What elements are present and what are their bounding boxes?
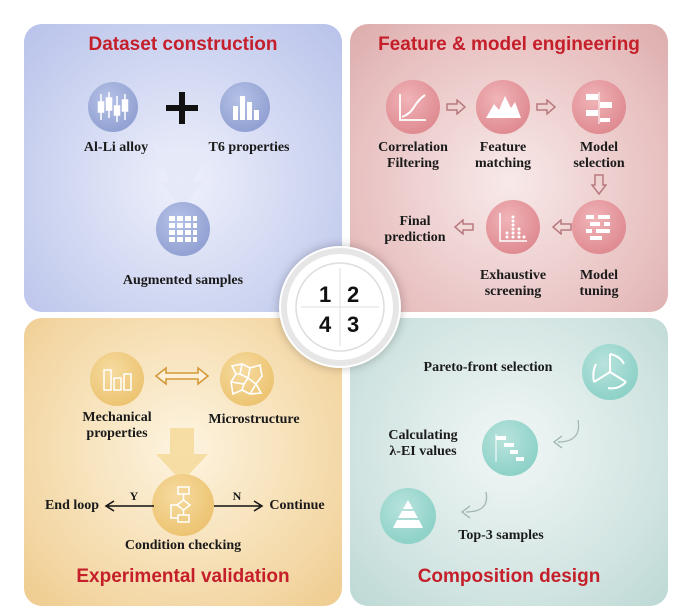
bar-outline-icon [103, 369, 132, 391]
mountain-icon [486, 96, 521, 118]
model-tuning-icon [572, 200, 626, 254]
candlestick-icon [97, 92, 129, 122]
panel-title-feature: Feature & model engineering [378, 34, 640, 55]
t6-properties-icon [220, 82, 270, 132]
arrow-down-icon [591, 174, 607, 196]
augmented-samples-label: Augmented samples [122, 273, 244, 288]
pareto-label: Pareto-front selection [423, 360, 553, 375]
alloy-label: Al-Li alloy [83, 140, 149, 155]
hub-number-4: 4 [319, 312, 332, 337]
arrow-right-line-icon [214, 500, 264, 512]
lambda-ei-icon [482, 420, 538, 476]
panel-title-dataset: Dataset construction [88, 34, 278, 55]
arrow-right-icon [536, 99, 556, 115]
pixel-grid-icon [586, 215, 610, 240]
hub-ring [281, 248, 399, 366]
panel-title-composition: Composition design [417, 566, 601, 587]
panel-title-validation: Experimental validation [76, 566, 290, 587]
arrow-left-line-icon [104, 500, 154, 512]
top-samples-icon [380, 488, 436, 544]
mechanical-properties-icon [90, 352, 144, 406]
arrow-left-icon [454, 219, 474, 235]
curved-arrow-icon [460, 491, 490, 519]
fan-icon [592, 353, 627, 390]
double-arrow-icon [154, 366, 210, 386]
no-label: N [232, 489, 242, 503]
down-arrow-icon [156, 428, 208, 482]
model-selection-icon [572, 80, 626, 134]
hub-number-3: 3 [347, 312, 360, 337]
hierarchy-icon [586, 92, 612, 124]
curved-arrow-icon [552, 419, 582, 449]
exhaustive-screening-icon [486, 200, 540, 254]
feature-matching-icon [476, 80, 530, 134]
bar-chart-icon [233, 96, 259, 120]
microstructure-label: Microstructure [208, 412, 300, 427]
continue-label: Continue [269, 498, 325, 513]
dot-plot-icon [499, 213, 527, 242]
funnel-arrow-icon [152, 142, 212, 208]
center-hub: 1 2 4 3 [279, 246, 401, 368]
grain-network-icon [230, 363, 263, 396]
top-samples-label: Top-3 samples [458, 528, 544, 543]
grid-icon [169, 216, 197, 242]
gantt-icon [495, 434, 524, 462]
alloy-icon [88, 82, 138, 132]
plus-icon [166, 92, 198, 124]
pareto-front-icon [582, 344, 638, 400]
flowchart-icon [170, 486, 192, 523]
microstructure-icon [220, 352, 274, 406]
t6-label: T6 properties [208, 140, 290, 155]
condition-checking-label: Condition checking [124, 538, 242, 553]
pyramid-icon [393, 500, 423, 528]
augmented-samples-icon [156, 202, 210, 256]
correlation-icon [386, 80, 440, 134]
yes-label: Y [129, 489, 139, 503]
panel-dataset-construction: Dataset construction Al-Li alloy T6 prop… [24, 24, 342, 312]
hub-number-2: 2 [347, 282, 360, 307]
hub-number-1: 1 [319, 282, 332, 307]
curve-plot-icon [399, 94, 426, 121]
arrow-left-icon [552, 219, 572, 235]
condition-checking-icon [152, 474, 214, 536]
end-loop-label: End loop [44, 498, 100, 513]
arrow-right-icon [446, 99, 466, 115]
